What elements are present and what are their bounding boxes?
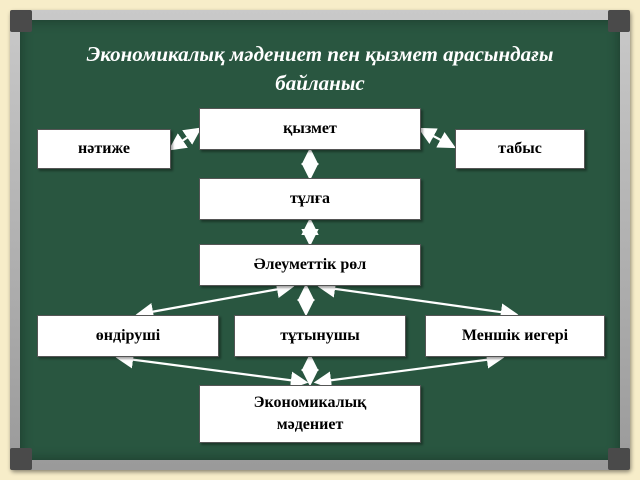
frame-corner (608, 448, 630, 470)
arrow-ondirushi-madeniet (115, 350, 309, 390)
node-madeniet: Экономикалық мәдениет (199, 385, 421, 443)
arrow-qyzmet-natizhe (168, 127, 202, 151)
arrow-rol-menshik (317, 280, 519, 321)
node-menshik: Меншік иегері (425, 315, 605, 357)
frame-corner (10, 10, 32, 32)
diagram-title: Экономикалық мәдениет пен қызмет арасынд… (86, 42, 554, 95)
node-tulga: тұлға (199, 178, 421, 220)
frame-corner (608, 10, 630, 32)
frame-corner (10, 448, 32, 470)
node-tutynushy: тұтынушы (234, 315, 406, 357)
arrow-qyzmet-tabys (418, 127, 456, 149)
node-qyzmet: қызмет (199, 108, 421, 150)
arrow-rol-ondirushi (135, 280, 295, 321)
node-rol: Әлеуметтік рөл (199, 244, 421, 286)
node-ondirushi: өндіруші (37, 315, 219, 357)
arrow-menshik-madeniet (313, 351, 505, 389)
node-natizhe: нәтиже (37, 129, 171, 169)
node-tabys: табыс (455, 129, 585, 169)
